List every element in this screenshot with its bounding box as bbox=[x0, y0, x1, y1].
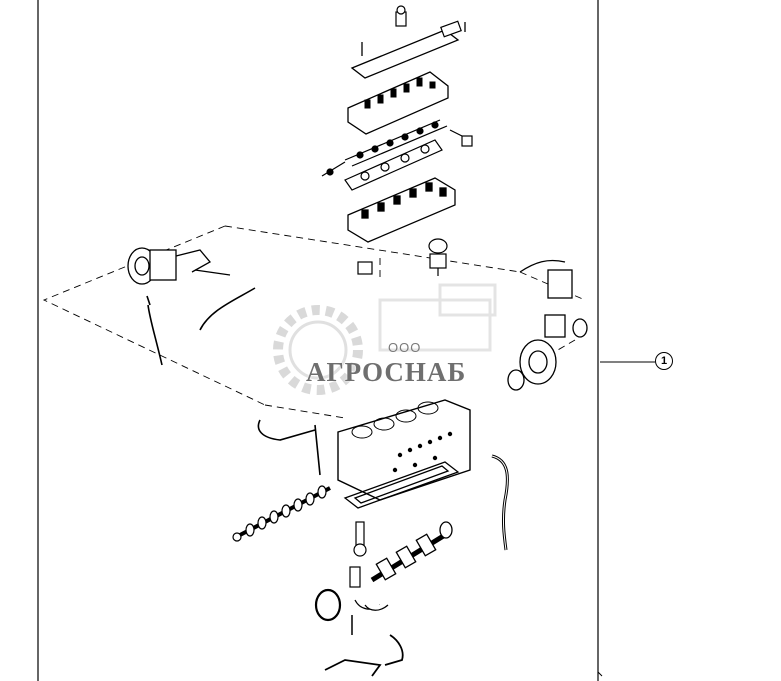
oil-pump-pickup bbox=[324, 634, 404, 677]
head-gasket bbox=[344, 139, 443, 191]
oil-lines-left bbox=[146, 287, 256, 366]
turbocharger bbox=[127, 247, 231, 285]
watermark-prefix: ООО bbox=[388, 340, 422, 355]
callout-label-1: 1 bbox=[655, 352, 673, 370]
valve-cover bbox=[347, 71, 449, 135]
rocker-arm-assembly bbox=[321, 119, 473, 177]
rear-seal bbox=[314, 588, 342, 622]
breather-valve bbox=[395, 5, 462, 38]
cylinder-head bbox=[347, 177, 456, 243]
connecting-rods bbox=[349, 521, 367, 588]
crankshaft bbox=[370, 521, 453, 583]
oil-pan-gasket bbox=[343, 461, 460, 509]
thermostat-parts bbox=[357, 238, 448, 276]
oil-lines-block bbox=[257, 419, 321, 476]
dipstick-tube bbox=[491, 454, 509, 551]
frame-bottom-tick bbox=[597, 671, 603, 677]
camshaft bbox=[232, 485, 331, 542]
water-pump-assembly bbox=[507, 259, 588, 391]
watermark-company-name: АГРОСНАБ bbox=[306, 357, 467, 387]
main-bearings bbox=[354, 599, 389, 611]
valve-cover-gasket bbox=[350, 22, 466, 79]
watermark-logo bbox=[273, 283, 497, 395]
cylinder-block bbox=[337, 399, 471, 501]
